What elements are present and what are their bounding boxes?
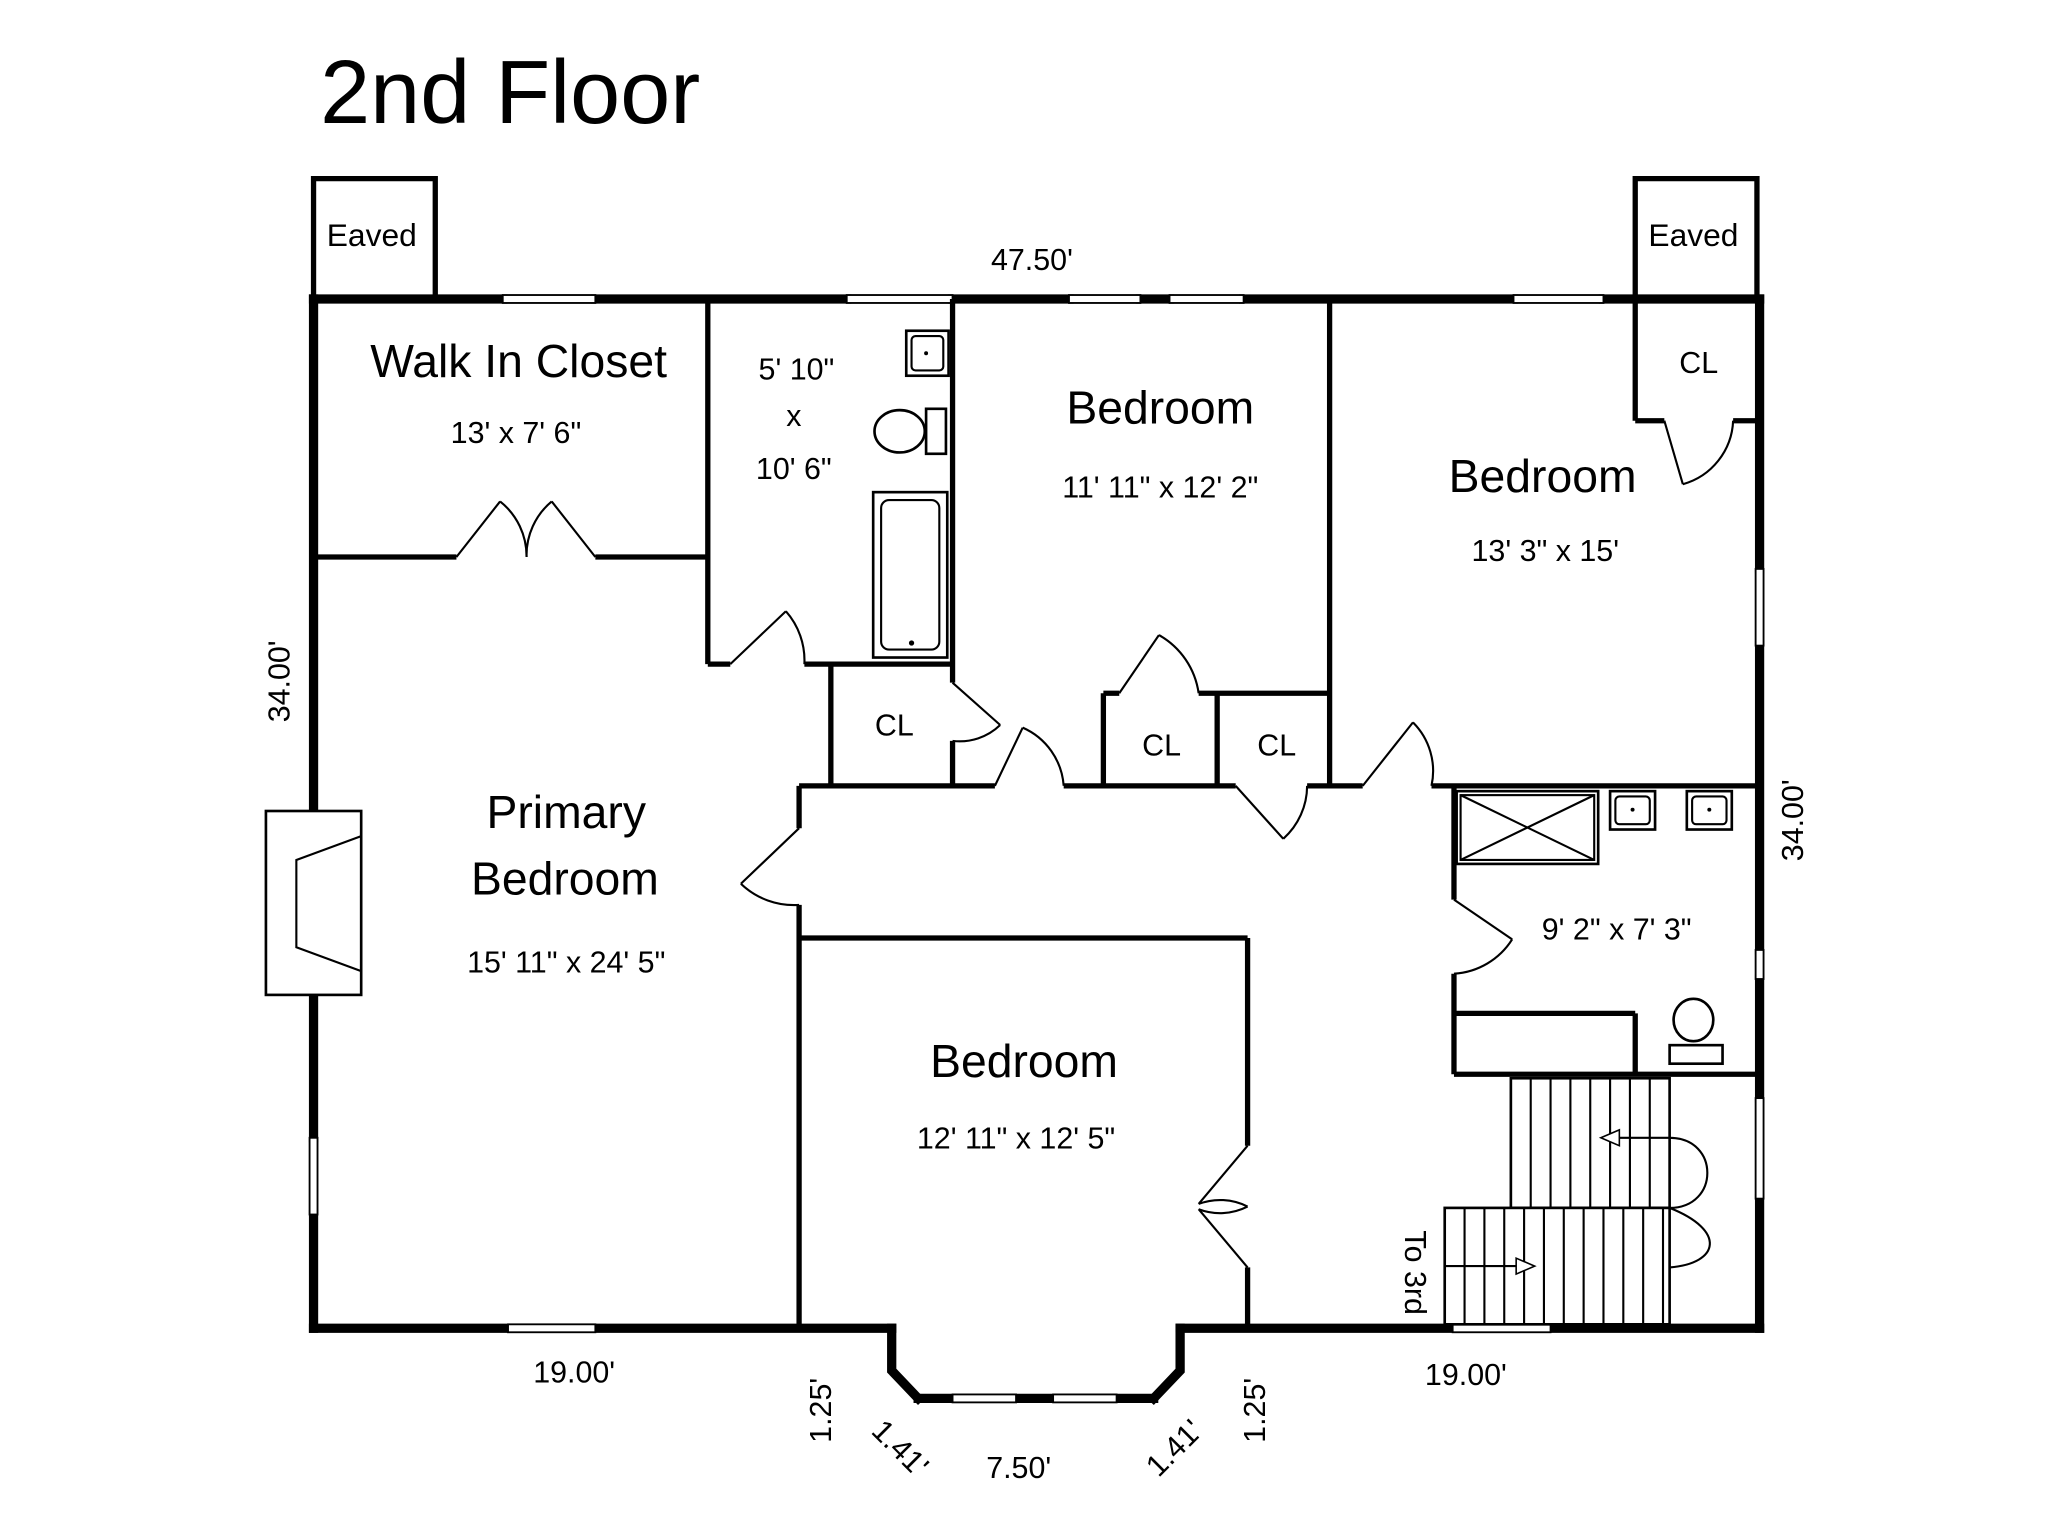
- walk-in-closet-name: Walk In Closet: [370, 335, 667, 387]
- doors: [455, 420, 1735, 1269]
- room-primary-bedroom: Primary Bedroom 15' 11" x 24' 5": [467, 786, 665, 979]
- room-bedroom-bottom: Bedroom 12' 11" x 12' 5": [917, 1035, 1118, 1155]
- primary-bedroom-size: 15' 11" x 24' 5": [467, 945, 665, 979]
- hall-bath-size-3: 10' 6": [756, 452, 832, 486]
- room-bedroom-right: Bedroom 13' 3" x 15': [1449, 450, 1637, 568]
- stairs: To 3rd: [1398, 1076, 1711, 1326]
- eaved-right-label: Eaved: [1648, 217, 1738, 253]
- eaved-left-label: Eaved: [327, 217, 417, 253]
- bedroom-center-size: 11' 11" x 12' 2": [1062, 470, 1258, 504]
- closet-label-center-1: CL: [1142, 728, 1181, 762]
- fireplace: [264, 809, 363, 997]
- primary-bedroom-name-1: Primary: [487, 786, 647, 838]
- dim-right: 34.00': [1776, 779, 1810, 861]
- room-hall-bath: 5' 10" x 10' 6": [756, 353, 834, 486]
- dim-bottom-right: 19.00': [1425, 1358, 1507, 1392]
- closet-label-left: CL: [875, 709, 914, 743]
- dim-bay-center: 7.50': [986, 1451, 1051, 1485]
- room-bedroom-center: Bedroom 11' 11" x 12' 2": [1062, 381, 1258, 504]
- room-primary-bath: 9' 2" x 7' 3": [1542, 912, 1692, 946]
- eaved-left: Eaved: [310, 175, 438, 299]
- eaved-right: Eaved: [1632, 175, 1760, 299]
- dim-bay-left-short: 1.25': [804, 1378, 838, 1443]
- dim-bay-right-short: 1.25': [1238, 1378, 1272, 1443]
- bedroom-bottom-size: 12' 11" x 12' 5": [917, 1121, 1115, 1155]
- walk-in-closet-size: 13' x 7' 6": [451, 416, 582, 450]
- closet-label-center-2: CL: [1257, 728, 1296, 762]
- bedroom-right-size: 13' 3" x 15': [1472, 534, 1620, 568]
- dim-bay-left-angle: 1.41': [865, 1413, 935, 1483]
- stairs-label: To 3rd: [1398, 1230, 1432, 1315]
- closet-label-right: CL: [1679, 346, 1718, 380]
- hall-bath-size-2: x: [786, 399, 801, 433]
- bath-fixtures: [871, 329, 1734, 1066]
- bedroom-center-name: Bedroom: [1066, 381, 1254, 433]
- dim-bay-right-angle: 1.41': [1139, 1413, 1209, 1483]
- interior-walls: [313, 298, 1760, 1329]
- hall-bath-size-1: 5' 10": [759, 353, 835, 387]
- primary-bedroom-name-2: Bedroom: [471, 852, 659, 904]
- floor-title: 2nd Floor: [320, 43, 700, 143]
- dim-top: 47.50': [991, 243, 1073, 277]
- bedroom-bottom-name: Bedroom: [930, 1035, 1118, 1087]
- bedroom-right-name: Bedroom: [1449, 450, 1637, 502]
- room-walk-in-closet: Walk In Closet 13' x 7' 6": [370, 335, 667, 450]
- primary-bath-size: 9' 2" x 7' 3": [1542, 912, 1692, 946]
- dim-left: 34.00': [263, 640, 297, 722]
- dim-bottom-left: 19.00': [533, 1356, 615, 1390]
- exterior-walls: [308, 294, 1765, 1405]
